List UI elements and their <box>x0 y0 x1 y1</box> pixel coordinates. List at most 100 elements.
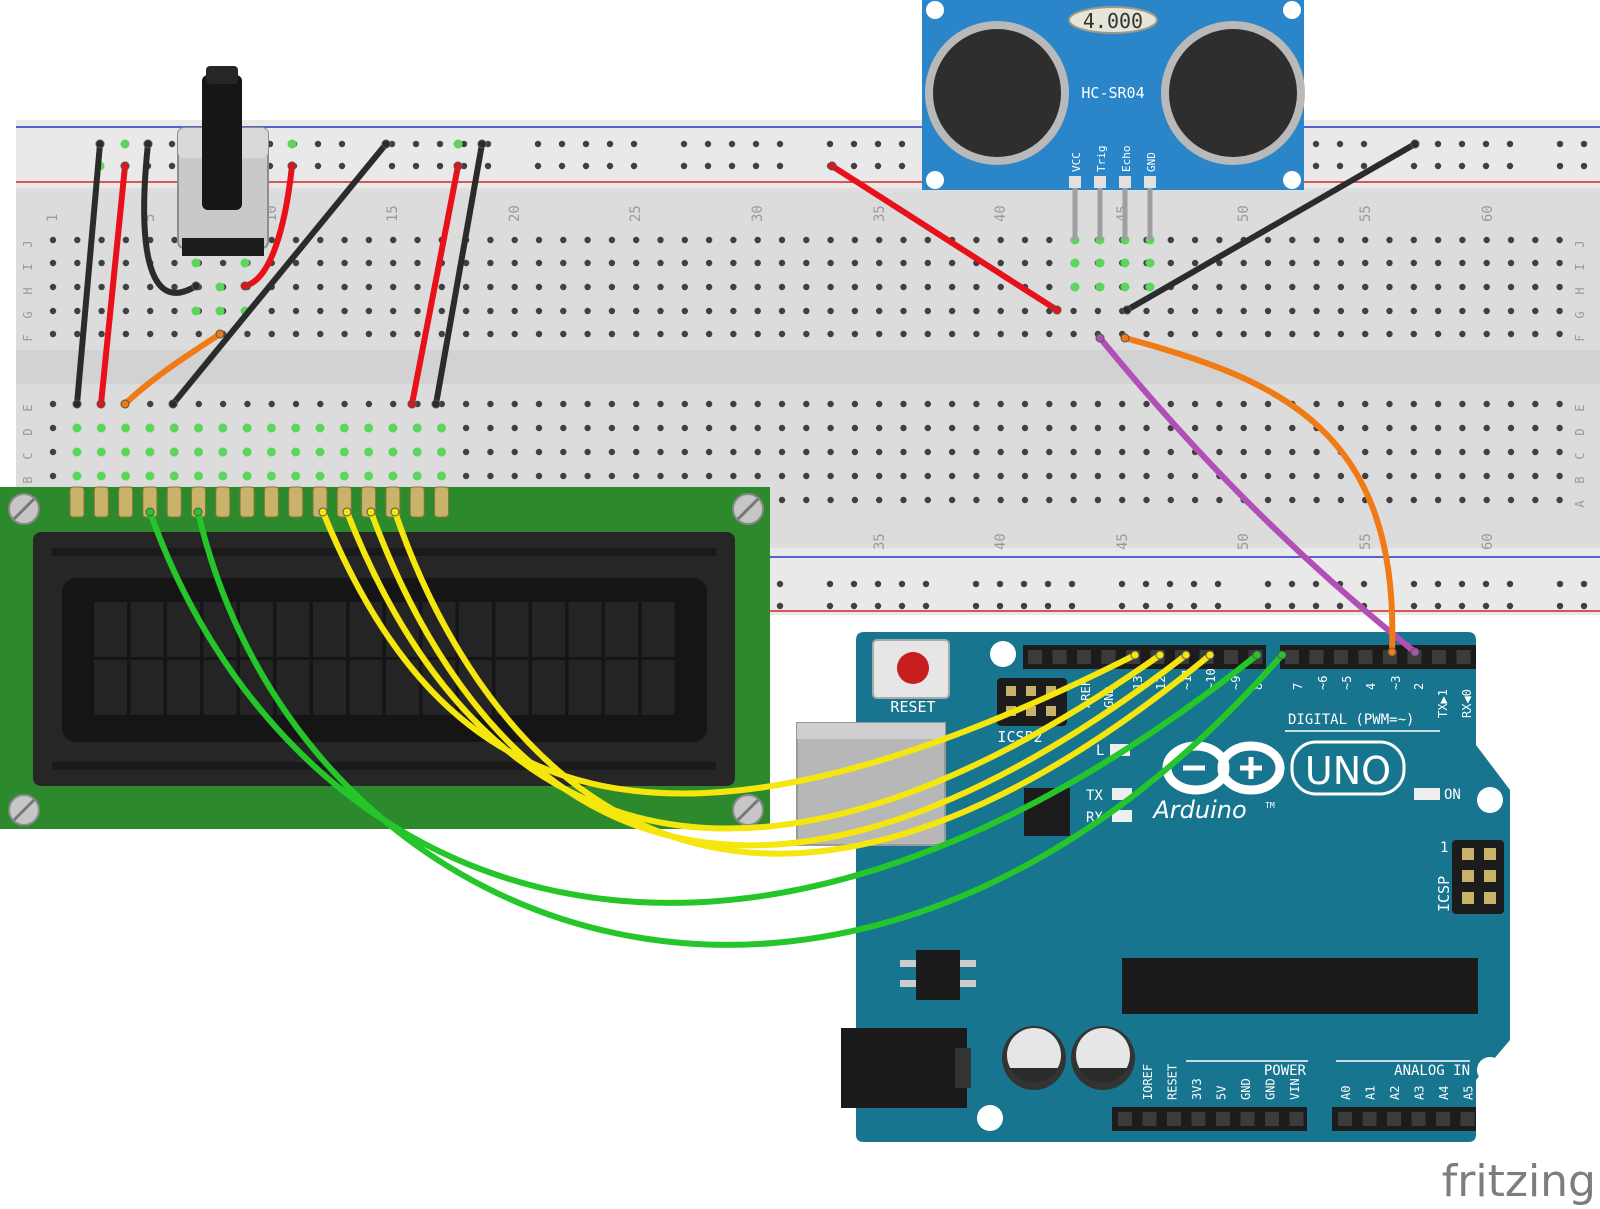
rail-hole[interactable] <box>1312 580 1320 588</box>
sensor-pin-leg[interactable] <box>1097 188 1103 240</box>
rail-hole[interactable] <box>728 162 736 170</box>
breadboard-hole[interactable] <box>584 307 591 315</box>
breadboard-hole[interactable] <box>584 448 591 456</box>
breadboard-hole[interactable] <box>608 307 616 315</box>
header-pin-hole[interactable] <box>1224 650 1238 664</box>
breadboard-hole[interactable] <box>1070 496 1077 504</box>
rail-hole[interactable] <box>1434 602 1442 610</box>
breadboard-hole[interactable] <box>1532 448 1539 456</box>
breadboard-hole[interactable] <box>803 307 810 315</box>
breadboard-hole[interactable] <box>1094 424 1102 432</box>
rail-hole[interactable] <box>1264 602 1272 610</box>
breadboard-hole[interactable] <box>584 330 591 338</box>
breadboard-hole[interactable] <box>1191 259 1199 267</box>
breadboard-hole[interactable] <box>487 472 494 480</box>
breadboard-hole[interactable] <box>705 283 713 291</box>
breadboard-hole[interactable] <box>1507 424 1515 432</box>
wire-yellow-lcd-d7[interactable] <box>392 509 1213 857</box>
breadboard-hole[interactable] <box>244 400 251 408</box>
breadboard-hole[interactable] <box>1337 259 1345 267</box>
rail-hole[interactable] <box>996 580 1004 588</box>
breadboard-hole[interactable] <box>1459 236 1466 244</box>
wire-black-pot-ground[interactable] <box>141 141 199 296</box>
rail-hole[interactable] <box>680 162 688 170</box>
breadboard-hole[interactable] <box>754 424 761 432</box>
breadboard-hole[interactable] <box>876 307 883 315</box>
breadboard-hole[interactable] <box>803 496 810 504</box>
breadboard-hole[interactable] <box>1070 424 1077 432</box>
rail-hole[interactable] <box>436 162 444 170</box>
breadboard-hole[interactable] <box>1094 400 1102 408</box>
lcd-pin[interactable] <box>239 486 255 518</box>
breadboard-hole[interactable] <box>754 259 761 267</box>
breadboard-hole[interactable] <box>633 472 640 480</box>
rail-hole[interactable] <box>412 162 420 170</box>
rail-hole[interactable] <box>776 140 784 148</box>
wire-end[interactable] <box>1205 650 1215 660</box>
breadboard-hole[interactable] <box>365 307 373 315</box>
breadboard-hole[interactable] <box>1434 236 1442 244</box>
breadboard-hole[interactable] <box>535 400 543 408</box>
breadboard-hole[interactable] <box>462 448 470 456</box>
breadboard-hole[interactable] <box>657 424 664 432</box>
wire-end[interactable] <box>1052 305 1062 315</box>
icsp-pin[interactable] <box>1484 870 1496 882</box>
rail-hole[interactable] <box>1118 602 1126 610</box>
breadboard-hole[interactable] <box>1337 496 1345 504</box>
breadboard-hole[interactable] <box>851 259 859 267</box>
breadboard-hole[interactable] <box>900 448 907 456</box>
breadboard-hole[interactable] <box>535 236 543 244</box>
breadboard-hole[interactable] <box>1313 496 1320 504</box>
breadboard-hole[interactable] <box>292 236 300 244</box>
breadboard-hole[interactable] <box>74 307 81 315</box>
breadboard-hole[interactable] <box>317 283 324 291</box>
rail-hole[interactable] <box>1214 580 1222 588</box>
breadboard-hole[interactable] <box>1167 236 1175 244</box>
wire-end[interactable] <box>168 399 178 409</box>
breadboard-hole[interactable] <box>74 236 81 244</box>
rail-hole[interactable] <box>606 140 614 148</box>
breadboard-hole[interactable] <box>317 400 324 408</box>
breadboard-hole[interactable] <box>74 283 81 291</box>
breadboard-hole[interactable] <box>487 330 494 338</box>
rail-hole[interactable] <box>874 602 882 610</box>
breadboard-hole[interactable] <box>1532 496 1539 504</box>
breadboard-hole[interactable] <box>584 400 591 408</box>
breadboard-hole[interactable] <box>876 424 883 432</box>
breadboard-hole[interactable] <box>705 424 713 432</box>
rail-hole[interactable] <box>1482 580 1490 588</box>
breadboard-hole[interactable] <box>1119 448 1126 456</box>
wire-end[interactable] <box>318 507 328 517</box>
rail-hole[interactable] <box>1434 162 1442 170</box>
breadboard-hole[interactable] <box>560 424 567 432</box>
breadboard-hole[interactable] <box>1386 400 1393 408</box>
wire-yellow-lcd-d6[interactable] <box>368 509 1189 849</box>
rail-hole[interactable] <box>1556 162 1564 170</box>
breadboard-hole[interactable] <box>1119 400 1126 408</box>
rail-hole[interactable] <box>898 140 906 148</box>
rail-hole[interactable] <box>1410 602 1418 610</box>
breadboard-hole[interactable] <box>487 424 494 432</box>
breadboard-hole[interactable] <box>924 307 931 315</box>
breadboard-hole[interactable] <box>560 330 567 338</box>
breadboard-hole[interactable] <box>511 424 518 432</box>
breadboard-hole[interactable] <box>900 330 907 338</box>
breadboard-hole[interactable] <box>1362 259 1369 267</box>
icsp-pin[interactable] <box>1462 892 1474 904</box>
breadboard-hole[interactable] <box>1362 448 1369 456</box>
breadboard-hole[interactable] <box>560 259 567 267</box>
breadboard-hole[interactable] <box>535 259 543 267</box>
breadboard-hole[interactable] <box>1167 472 1175 480</box>
wire-end[interactable] <box>193 507 203 517</box>
breadboard-hole[interactable] <box>1264 259 1272 267</box>
breadboard-hole[interactable] <box>74 330 81 338</box>
breadboard-hole[interactable] <box>1410 448 1418 456</box>
breadboard-hole[interactable] <box>754 283 761 291</box>
breadboard-hole[interactable] <box>973 472 980 480</box>
breadboard-hole[interactable] <box>195 330 202 338</box>
breadboard-hole[interactable] <box>778 283 786 291</box>
rail-hole[interactable] <box>1360 140 1368 148</box>
rail-hole[interactable] <box>338 140 346 148</box>
breadboard-hole[interactable] <box>1240 283 1247 291</box>
breadboard-hole[interactable] <box>1459 307 1466 315</box>
